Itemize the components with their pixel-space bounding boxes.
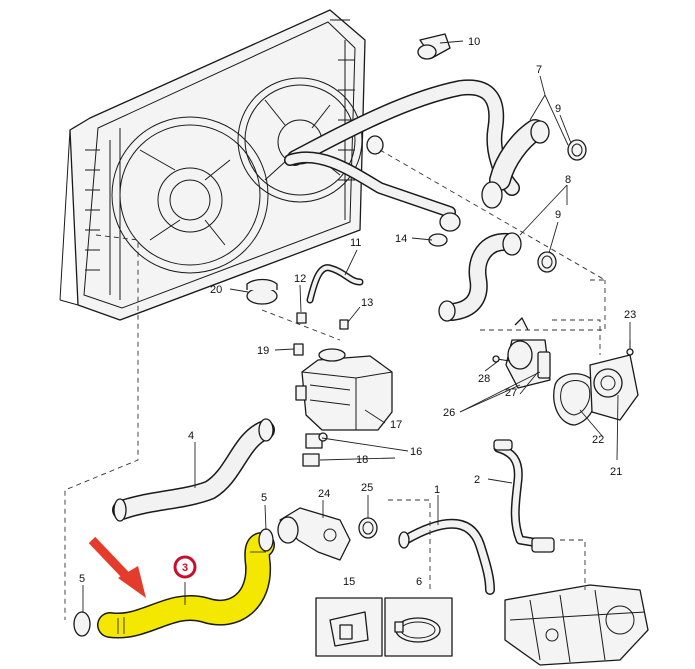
callout-9b: 9 bbox=[555, 209, 561, 221]
callout-4: 4 bbox=[188, 430, 194, 442]
engine-block bbox=[504, 584, 649, 666]
bolt-23[interactable] bbox=[626, 340, 634, 356]
callout-8: 8 bbox=[565, 174, 571, 186]
hose-clamp-5-lower[interactable] bbox=[73, 611, 91, 637]
coolant-pipe-2[interactable] bbox=[493, 439, 555, 553]
callout-labels: 10 7 9 8 9 11 14 12 20 13 19 23 28 27 26… bbox=[79, 36, 636, 588]
callout-6: 6 bbox=[416, 576, 422, 588]
clamp-10[interactable] bbox=[417, 33, 451, 60]
callout-16: 16 bbox=[410, 446, 422, 458]
vent-hose-11[interactable] bbox=[306, 264, 364, 304]
bolt-28[interactable] bbox=[492, 355, 511, 363]
callout-10: 10 bbox=[468, 36, 480, 48]
connector-18[interactable] bbox=[302, 453, 320, 467]
radiator-fan-assembly[interactable] bbox=[59, 9, 366, 321]
callout-12: 12 bbox=[294, 273, 306, 285]
callout-15: 15 bbox=[343, 576, 355, 588]
upper-radiator-hose-7[interactable] bbox=[284, 79, 550, 218]
lower-radiator-hose-3-highlighted[interactable] bbox=[97, 532, 275, 639]
callout-27: 27 bbox=[505, 387, 517, 399]
callout-24: 24 bbox=[318, 488, 330, 500]
callout-20: 20 bbox=[210, 284, 222, 296]
callout-7: 7 bbox=[536, 64, 542, 76]
hose-clamp-14[interactable] bbox=[428, 212, 461, 247]
dashed-guide-lines bbox=[64, 149, 607, 620]
callout-26: 26 bbox=[443, 407, 455, 419]
clip-13[interactable] bbox=[339, 319, 349, 330]
gasket-25[interactable] bbox=[358, 517, 378, 539]
callout-2: 2 bbox=[474, 474, 480, 486]
callout-22: 22 bbox=[592, 434, 604, 446]
callout-5b: 5 bbox=[79, 573, 85, 585]
detail-box-15[interactable] bbox=[315, 597, 383, 657]
coolant-outlet-24[interactable] bbox=[277, 507, 351, 561]
level-sensor-16[interactable] bbox=[305, 432, 328, 449]
callout-9a: 9 bbox=[555, 103, 561, 115]
callout-13: 13 bbox=[361, 297, 373, 309]
heater-hose-8[interactable] bbox=[438, 232, 522, 322]
callout-25: 25 bbox=[361, 482, 373, 494]
radiator-hose-4[interactable] bbox=[112, 418, 275, 522]
hose-clamp-9-lower[interactable] bbox=[537, 251, 557, 273]
callout-17: 17 bbox=[390, 419, 402, 431]
hose-clamp-9-upper[interactable] bbox=[567, 139, 587, 161]
red-indicator-arrow bbox=[88, 536, 146, 598]
reservoir-cap-20[interactable] bbox=[246, 278, 278, 305]
selected-part-badge[interactable]: 3 bbox=[173, 555, 197, 579]
clip-12[interactable] bbox=[296, 312, 307, 324]
hose-clamp-5-upper[interactable] bbox=[258, 528, 274, 552]
callout-14: 14 bbox=[395, 233, 407, 245]
callout-5a: 5 bbox=[261, 492, 267, 504]
callout-28: 28 bbox=[478, 373, 490, 385]
callout-11: 11 bbox=[350, 237, 361, 249]
callout-18: 18 bbox=[356, 454, 368, 466]
callout-21: 21 bbox=[610, 466, 622, 478]
selected-part-number: 3 bbox=[182, 562, 188, 574]
coolant-pipe-1[interactable] bbox=[398, 518, 495, 595]
water-pump-21[interactable] bbox=[589, 354, 639, 421]
callout-19: 19 bbox=[257, 345, 269, 357]
leader-lines bbox=[82, 40, 631, 612]
callout-23: 23 bbox=[624, 309, 636, 321]
detail-box-6[interactable] bbox=[384, 597, 453, 657]
gasket-27[interactable] bbox=[537, 351, 551, 379]
coolant-reservoir-17[interactable] bbox=[295, 348, 393, 431]
callout-1: 1 bbox=[434, 484, 440, 496]
clip-19[interactable] bbox=[293, 343, 304, 356]
